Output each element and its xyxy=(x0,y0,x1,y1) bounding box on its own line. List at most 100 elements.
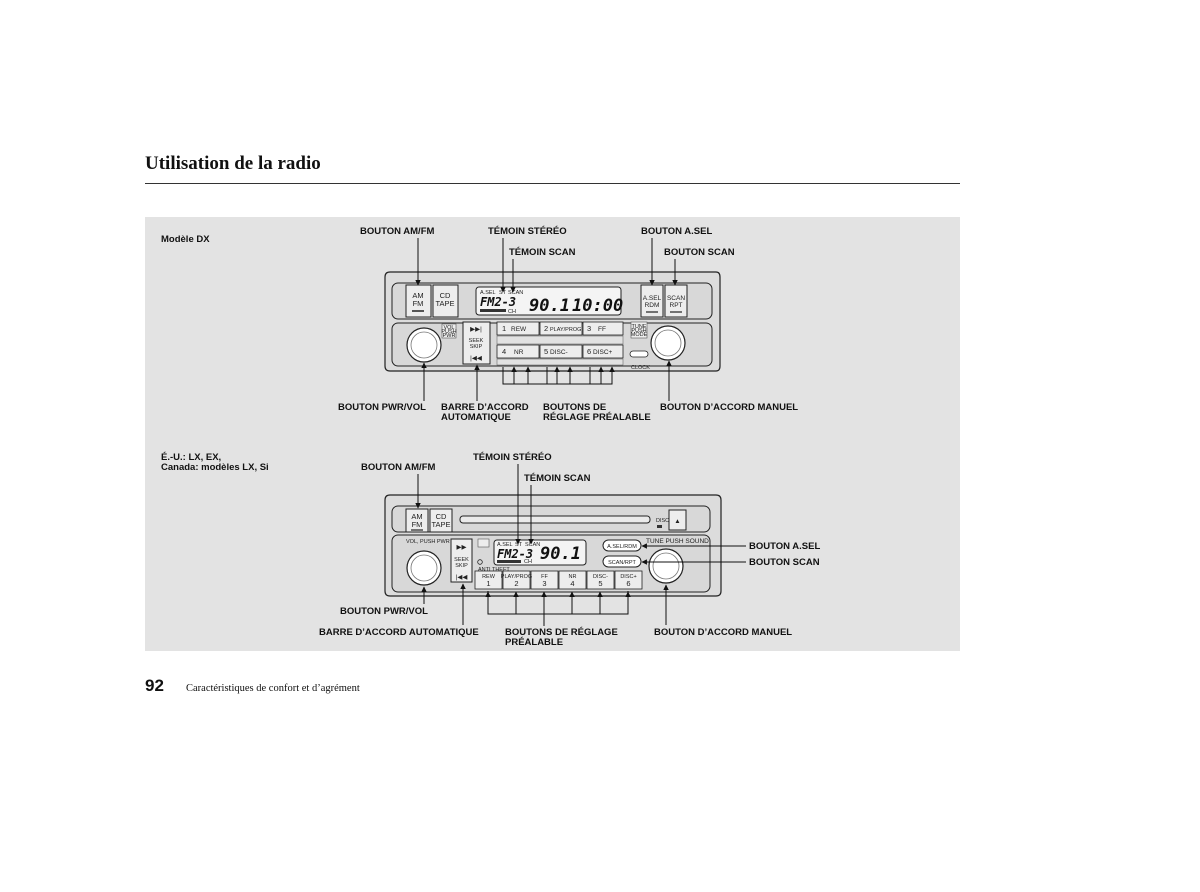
dx-tune-label: TUNE xyxy=(632,324,647,330)
dx-push-label: PUSH xyxy=(441,329,456,335)
dx-preset-buttons: 1 REW 2 PLAY/PROG 3 FF 4 NR 5 DISC- 6 DI… xyxy=(496,321,624,366)
dx-seek-label: SEEK xyxy=(469,338,484,344)
dx-preset-4[interactable] xyxy=(496,344,540,359)
dx-scan-button-callout: BOUTON SCAN xyxy=(664,247,735,258)
dx-cd-tape-button[interactable] xyxy=(432,284,459,318)
dx-pwr-label: PWR xyxy=(443,333,456,339)
dx-preset-6-label: DISC+ xyxy=(593,349,613,356)
dx-preset-1[interactable] xyxy=(496,321,540,336)
lx-pwr-vol-knob[interactable] xyxy=(406,550,442,586)
dx-model-label: Modèle DX xyxy=(161,234,210,245)
dx-tune-push-label: PUSH xyxy=(631,328,646,334)
lx-cd-tape-button[interactable] xyxy=(429,508,453,533)
dx-preset-5-label: DISC- xyxy=(550,349,568,356)
dx-lcd-display xyxy=(475,286,622,316)
dx-preset-3-number: 3 xyxy=(587,324,591,333)
dx-skip-label: SKIP xyxy=(470,344,483,350)
lx-pwr-vol-callout: BOUTON PWR/VOL xyxy=(340,606,428,617)
lx-preset-2[interactable] xyxy=(502,570,531,590)
lx-preset-5[interactable] xyxy=(586,570,615,590)
lx-preset-4-number: 4 xyxy=(570,579,574,588)
dx-preset-1-label: REW xyxy=(511,326,527,333)
dx-am-fm-callout: BOUTON AM/FM xyxy=(360,226,434,237)
lx-am-fm-button[interactable] xyxy=(405,508,429,533)
dx-seek-skip-bar[interactable] xyxy=(462,321,491,365)
lx-tape-label: TAPE xyxy=(431,520,450,529)
dx-preset-callout-line2: RÉGLAGE PRÉALABLE xyxy=(543,412,651,423)
dx-preset-5[interactable] xyxy=(539,344,583,359)
lx-asel-callout: BOUTON A.SEL xyxy=(749,541,820,552)
dx-rpt-label: RPT xyxy=(670,302,683,309)
lx-tune-knob[interactable] xyxy=(648,548,684,584)
dx-preset-6[interactable] xyxy=(582,344,624,359)
dx-tune-knob[interactable] xyxy=(650,325,686,361)
lx-lcd-frequency: 90.1 xyxy=(540,544,581,564)
lx-lcd-st: ST xyxy=(515,542,523,548)
dx-seek-up-icon: ▶▶| xyxy=(470,326,482,333)
dx-clock-button[interactable] xyxy=(629,350,649,358)
lx-preset-6[interactable] xyxy=(614,570,643,590)
dx-seek-callout-line2: AUTOMATIQUE xyxy=(441,412,511,423)
lx-preset-5-number: 5 xyxy=(598,579,602,588)
dx-lcd-st: ST xyxy=(499,290,507,296)
dx-asel-callout: BOUTON A.SEL xyxy=(641,226,712,237)
lx-stereo-callout: TÉMOIN STÉRÉO xyxy=(473,452,552,463)
dx-lcd-frequency: 90.1 xyxy=(529,296,570,316)
title-rule xyxy=(145,183,960,184)
dx-clock-label: CLOCK xyxy=(631,365,650,371)
lx-preset-4[interactable] xyxy=(558,570,587,590)
lx-eject-button[interactable] xyxy=(668,509,687,531)
lx-preset-2-number: 2 xyxy=(514,579,518,588)
dx-preset-4-label: NR xyxy=(514,349,524,356)
radio-figure: Modèle DX BOUTON AM/FM TÉMOIN STÉRÉO TÉM… xyxy=(145,217,960,651)
lx-cd-label: CD xyxy=(436,512,447,521)
lx-radio-unit: AM FM CD TAPE DISC ▲ VOL, PUSH PWR ▶▶ SE… xyxy=(384,494,722,597)
dx-preset-3-label: FF xyxy=(598,326,606,333)
dx-preset-5-number: 5 xyxy=(544,347,548,356)
dx-preset-1-number: 1 xyxy=(502,324,506,333)
dx-preset-4-number: 4 xyxy=(502,347,506,356)
dx-preset-callout-line1: BOUTONS DE xyxy=(543,402,606,413)
dx-preset-3[interactable] xyxy=(582,321,624,336)
dx-am-label: AM xyxy=(412,291,423,300)
dx-tune-callout: BOUTON D’ACCORD MANUEL xyxy=(660,402,798,413)
dx-seek-down-icon: |◀◀ xyxy=(470,355,482,362)
lx-cd-slot xyxy=(459,515,651,524)
dx-pwr-vol-knob[interactable] xyxy=(406,327,442,363)
dx-asel-label: A.SEL xyxy=(643,295,662,302)
lx-skip-label: SKIP xyxy=(455,563,468,569)
lx-preset-3[interactable] xyxy=(530,570,559,590)
dx-rdm-label: RDM xyxy=(645,302,660,309)
lx-vol-label: VOL, PUSH PWR xyxy=(406,539,450,545)
lx-preset-1[interactable] xyxy=(474,570,503,590)
footer-section-title: Caractéristiques de confort et d’agrémen… xyxy=(186,683,360,694)
dx-seek-callout-line1: BARRE D’ACCORD xyxy=(441,402,529,413)
lx-preset-6-number: 6 xyxy=(626,579,630,588)
lx-preset-callout-line1: BOUTONS DE RÉGLAGE xyxy=(505,627,618,638)
lx-scan-label: SCAN/RPT xyxy=(608,560,636,566)
dx-preset-2[interactable] xyxy=(539,321,583,336)
lx-theft-indicator xyxy=(477,559,483,565)
dx-mode-label: MODE xyxy=(631,332,648,338)
lx-seek-up-icon: ▶▶ xyxy=(457,544,467,551)
lx-seek-skip-bar[interactable] xyxy=(450,538,473,583)
lx-am-label: AM xyxy=(411,512,422,521)
lx-scan-button[interactable] xyxy=(602,555,642,568)
lx-preset-6-label: DISC+ xyxy=(620,574,636,580)
dx-lcd-asel: A.SEL xyxy=(480,290,496,296)
lx-preset-1-label: REW xyxy=(482,574,496,580)
lx-preset-3-label: FF xyxy=(541,574,548,580)
dx-lcd-clock: 10:00 xyxy=(572,296,623,316)
lx-model-label-line1: É.-U.: LX, EX, xyxy=(161,452,221,463)
lx-seek-label: SEEK xyxy=(454,557,469,563)
dx-fm-label: FM xyxy=(413,299,424,308)
page-title: Utilisation de la radio xyxy=(145,153,321,174)
dx-radio-unit: AM FM CD TAPE A.SEL ST SCAN FM2-3 CH 90.… xyxy=(384,271,721,372)
lx-scan-indicator-callout: TÉMOIN SCAN xyxy=(524,473,591,484)
dx-vol-label: VOL xyxy=(443,325,454,331)
dx-cd-label: CD xyxy=(440,291,451,300)
lx-asel-button[interactable] xyxy=(602,539,642,552)
lx-eject-icon: ▲ xyxy=(674,518,680,525)
lx-seek-down-icon: |◀◀ xyxy=(456,574,468,581)
lx-lcd-band: FM2-3 xyxy=(497,547,533,561)
